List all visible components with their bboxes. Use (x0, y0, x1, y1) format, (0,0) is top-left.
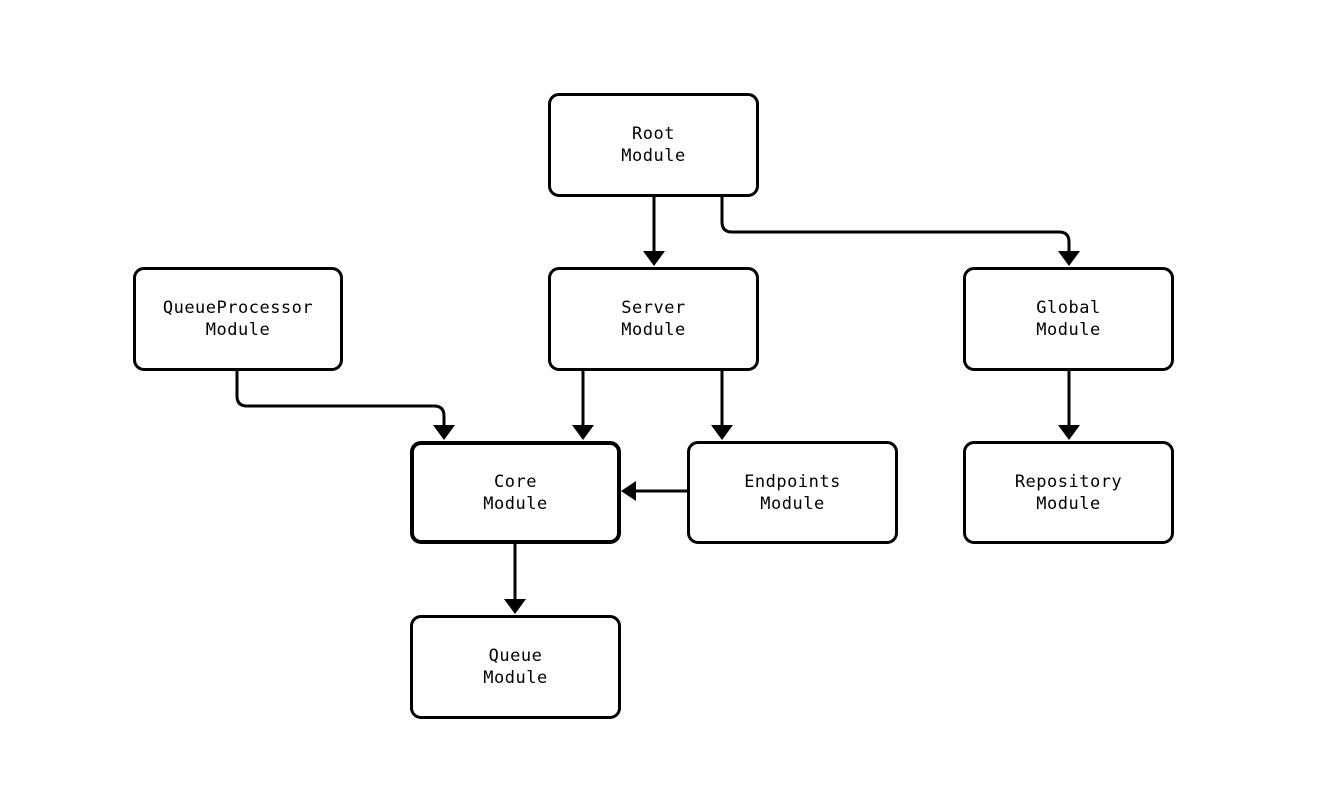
node-label-secondary: Module (483, 668, 548, 688)
node-label-primary: Endpoints (744, 471, 841, 492)
edge-queueprocessor-to-core (235, 371, 455, 440)
edge-server-to-core (572, 371, 594, 440)
arrowhead-icon (1058, 251, 1080, 266)
edge-root-to-global (720, 197, 1080, 266)
node-label-primary: Queue (488, 646, 543, 666)
arrowhead-icon (711, 425, 733, 440)
edge-global-to-repository (1058, 371, 1080, 440)
arrowhead-icon (643, 251, 665, 266)
node-label-secondary: Module (621, 320, 686, 340)
edge-endpoints-to-core (621, 481, 687, 501)
node-label-secondary: Module (1036, 320, 1101, 340)
node-label-secondary: Module (621, 146, 686, 166)
node-label-secondary: Module (1036, 493, 1101, 514)
node-label-primary: Core (494, 471, 537, 492)
arrowhead-icon (1058, 425, 1080, 440)
arrowhead-icon (621, 481, 636, 501)
node-label-secondary: Module (760, 493, 825, 514)
edge-core-to-queue (504, 544, 526, 614)
arrowhead-icon (433, 425, 455, 440)
arrowhead-icon (572, 425, 594, 440)
edge-root-to-server (643, 197, 665, 266)
node-label-secondary: Module (205, 320, 271, 340)
node-label-primary: Root (632, 124, 675, 144)
node-label-primary: Server (621, 298, 686, 318)
edge-server-to-endpoints (711, 371, 733, 440)
arrowhead-icon (504, 599, 526, 614)
node-label-primary: Global (1036, 298, 1101, 318)
node-label-secondary: Module (483, 493, 548, 514)
node-label-primary: QueueProcessor (162, 298, 314, 318)
node-label-primary: Repository (1014, 471, 1123, 492)
